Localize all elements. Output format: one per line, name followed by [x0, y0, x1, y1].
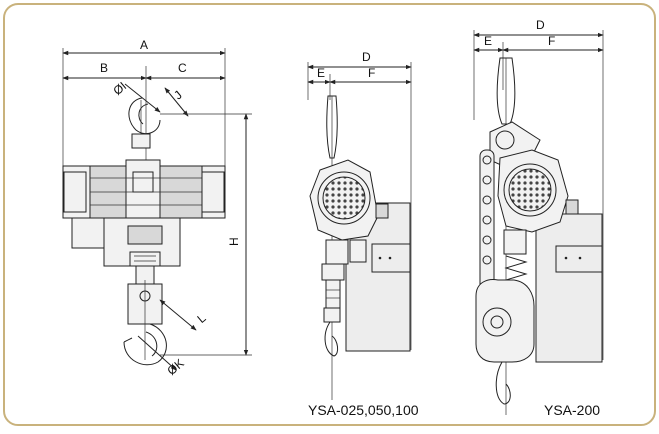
dim-c-label: C — [178, 61, 187, 75]
dim-e-label-small: E — [317, 66, 325, 80]
dim-a-label: A — [140, 38, 148, 52]
dim-f-label-small: F — [368, 66, 375, 80]
model-label-small: YSA-025,050,100 — [308, 402, 419, 418]
dim-e-label-large: E — [484, 34, 492, 48]
dim-d-label-small: D — [362, 50, 371, 64]
side-view-large: D E F YSA-200 — [473, 18, 604, 418]
dim-b-label: B — [100, 61, 108, 75]
model-label-large: YSA-200 — [544, 402, 600, 418]
side-view-small: D E F YSA-025,050,100 — [307, 50, 419, 418]
front-view: A B C ØI J — [62, 38, 252, 378]
dim-f-label-large: F — [548, 34, 555, 48]
dim-d-label-large: D — [536, 18, 545, 32]
dim-h-label: H — [227, 237, 241, 246]
